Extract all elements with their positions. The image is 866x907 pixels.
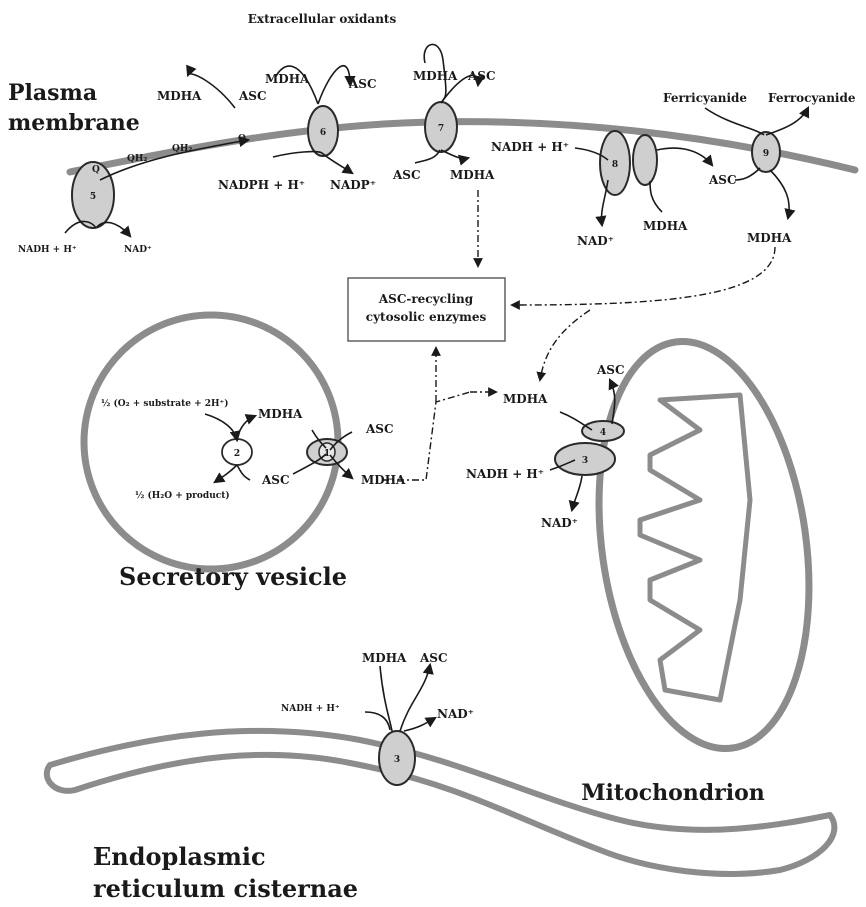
protein-9: 9 [752, 132, 780, 172]
svg-text:ASC: ASC [596, 363, 625, 377]
svg-text:ASC: ASC [348, 77, 377, 91]
svg-text:MDHA: MDHA [265, 72, 310, 86]
box-line-1: ASC-recycling [378, 292, 474, 306]
cytosolic-enzymes-box: ASC-recycling cytosolic enzymes [348, 278, 505, 341]
svg-text:QH₂: QH₂ [127, 154, 147, 164]
mitochondrion-label: Mitochondrion [581, 780, 765, 806]
protein-2: 2 [222, 439, 252, 465]
er-label-2: reticulum cisternae [93, 874, 358, 903]
svg-text:MDHA: MDHA [450, 168, 495, 182]
svg-text:MDHA: MDHA [361, 473, 406, 487]
svg-text:3: 3 [394, 755, 400, 765]
svg-text:ASC: ASC [238, 89, 267, 103]
svg-text:NAD⁺: NAD⁺ [124, 245, 152, 255]
svg-text:MDHA: MDHA [747, 231, 792, 245]
svg-text:2: 2 [234, 449, 240, 459]
extracellular-oxidants-label: Extracellular oxidants [248, 12, 397, 26]
svg-text:9: 9 [763, 149, 769, 159]
svg-text:MDHA: MDHA [362, 651, 407, 665]
secretory-vesicle-label: Secretory vesicle [119, 562, 347, 591]
plasma-label-1: Plasma [8, 80, 97, 106]
svg-text:ASC: ASC [392, 168, 421, 182]
svg-text:NADPH + H⁺: NADPH + H⁺ [218, 178, 305, 192]
svg-text:MDHA: MDHA [503, 392, 548, 406]
svg-text:MDHA: MDHA [413, 69, 458, 83]
svg-text:ASC: ASC [708, 173, 737, 187]
svg-text:Q: Q [238, 134, 246, 144]
protein-1: 1 [307, 439, 347, 465]
protein-6: 6 [308, 106, 338, 156]
svg-text:NADH + H⁺: NADH + H⁺ [281, 704, 340, 714]
svg-text:Ferricyanide: Ferricyanide [663, 91, 747, 105]
protein-3-er: 3 [379, 731, 415, 785]
plasma-label-2: membrane [8, 110, 140, 136]
svg-text:MDHA: MDHA [258, 407, 303, 421]
protein-3-mitochondrion: 3 [555, 443, 615, 475]
svg-text:ASC: ASC [419, 651, 448, 665]
er-label-1: Endoplasmic [93, 842, 266, 871]
svg-text:ASC: ASC [261, 473, 290, 487]
svg-text:QH₂: QH₂ [172, 144, 192, 154]
svg-text:½ (O₂ + substrate + 2H⁺): ½ (O₂ + substrate + 2H⁺) [101, 398, 229, 409]
svg-text:ASC: ASC [365, 422, 394, 436]
svg-text:NADH + H⁺: NADH + H⁺ [18, 245, 77, 255]
svg-text:NAD⁺: NAD⁺ [577, 234, 614, 248]
protein-7: 7 [425, 102, 457, 152]
svg-text:MDHA: MDHA [157, 89, 202, 103]
svg-text:3: 3 [582, 456, 588, 466]
svg-text:NADH + H⁺: NADH + H⁺ [466, 467, 544, 481]
svg-text:NADH + H⁺: NADH + H⁺ [491, 140, 569, 154]
svg-text:Ferrocyanide: Ferrocyanide [768, 91, 856, 105]
protein-4: 4 [582, 421, 624, 441]
svg-text:ASC: ASC [467, 69, 496, 83]
svg-text:NAD⁺: NAD⁺ [541, 516, 578, 530]
protein-8: 8 [600, 131, 657, 195]
svg-text:1: 1 [324, 449, 330, 459]
svg-text:½ (H₂O + product): ½ (H₂O + product) [135, 490, 230, 501]
svg-text:6: 6 [320, 128, 326, 138]
svg-text:MDHA: MDHA [643, 219, 688, 233]
svg-text:8: 8 [612, 160, 618, 170]
svg-text:NAD⁺: NAD⁺ [437, 707, 474, 721]
svg-text:5: 5 [90, 192, 96, 202]
svg-text:NADP⁺: NADP⁺ [330, 178, 376, 192]
svg-text:7: 7 [438, 124, 444, 134]
svg-text:Q: Q [92, 165, 100, 175]
secretory-vesicle-membrane [84, 315, 338, 569]
svg-text:4: 4 [600, 428, 606, 438]
box-line-2: cytosolic enzymes [366, 310, 487, 324]
